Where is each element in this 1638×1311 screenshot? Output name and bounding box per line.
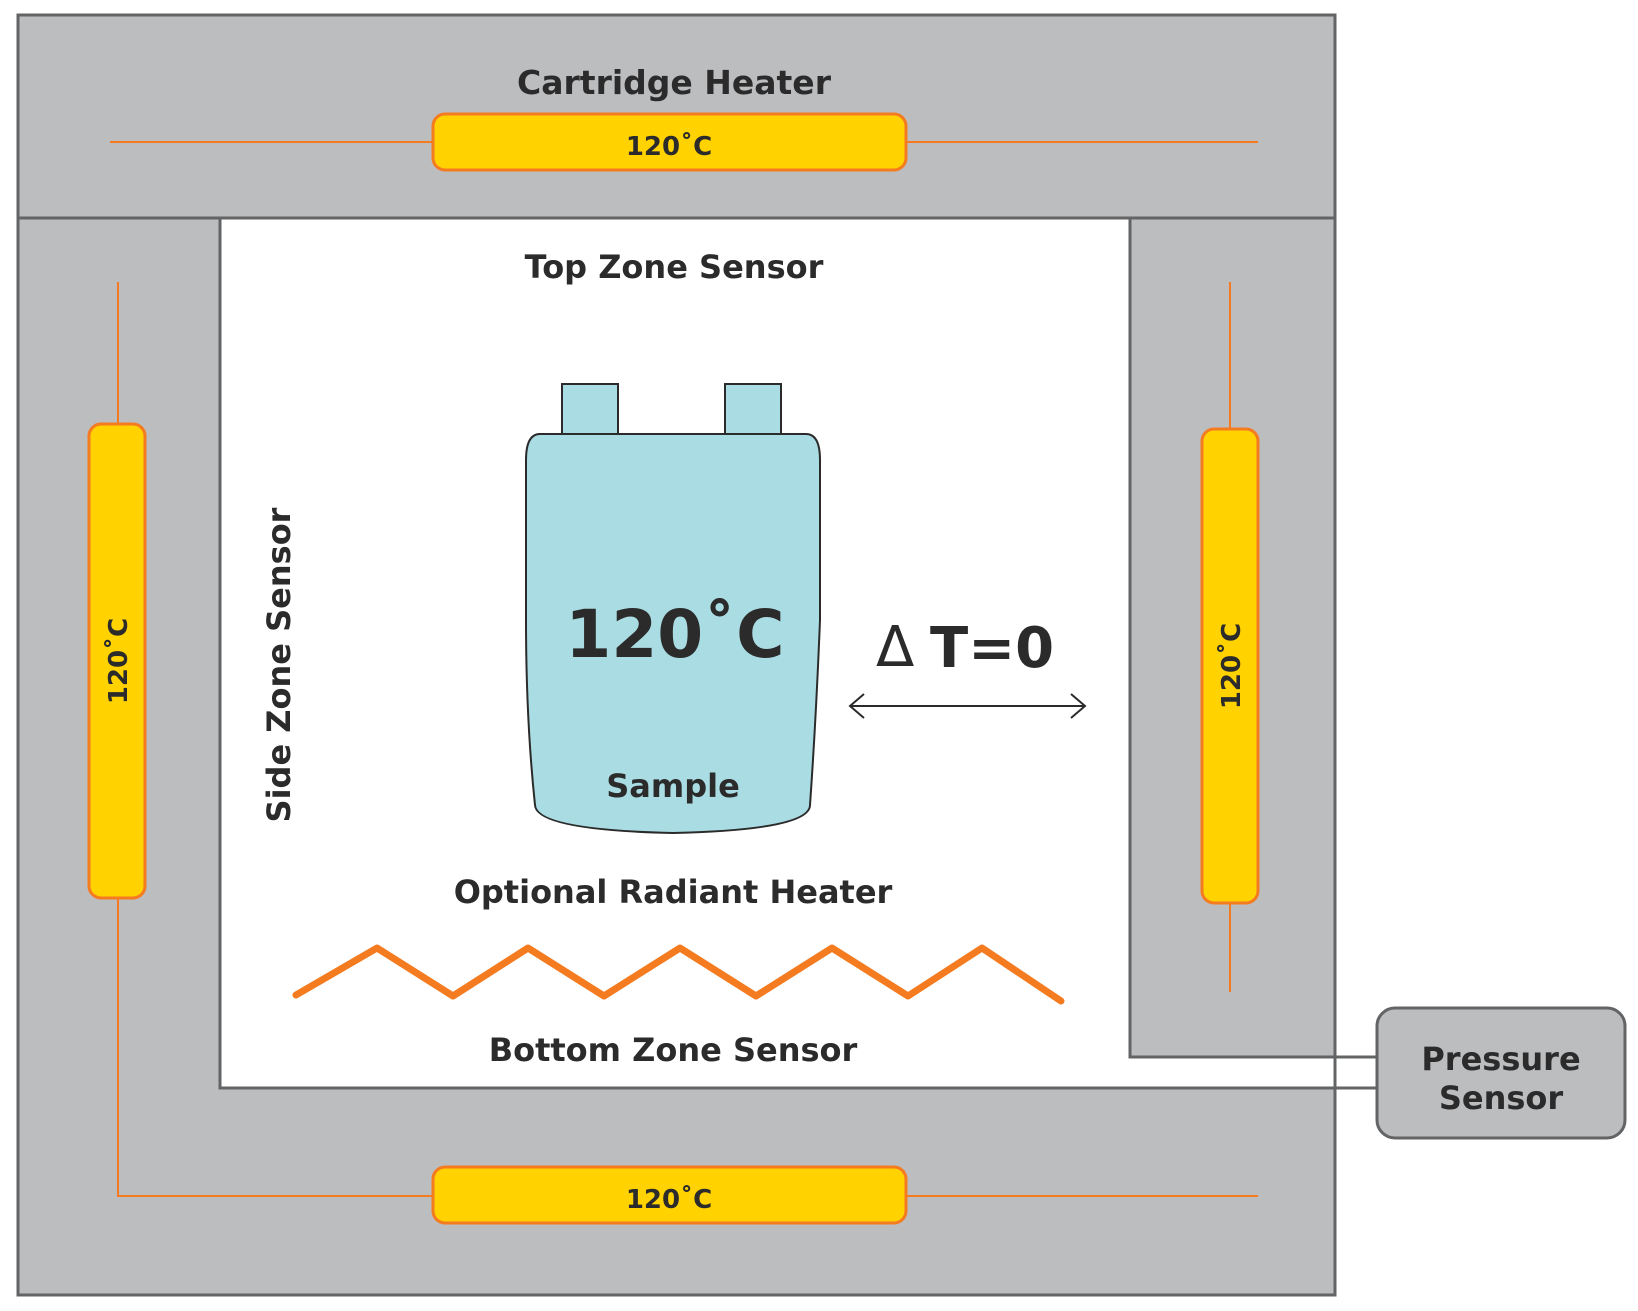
radiant-heater-coil (292, 944, 1065, 1005)
sample-terminal-right (724, 383, 782, 437)
sample-terminal-left (561, 383, 619, 437)
pressure-sensor-label-line1: Pressure (1421, 1040, 1580, 1078)
sample-body (525, 433, 821, 835)
arrow-head-left (848, 693, 865, 719)
right-heater-temperature: 120˚C (1216, 623, 1247, 709)
optional-radiant-heater-label: Optional Radiant Heater (454, 873, 893, 911)
sample-label: Sample (606, 767, 740, 805)
right-cartridge-heater (1200, 427, 1260, 905)
top-heater-temperature: 120˚C (626, 131, 712, 162)
bottom-cartridge-heater (431, 1165, 908, 1225)
side-zone-sensor-label: Side Zone Sensor (260, 507, 298, 822)
delta-t-value: T=0 (930, 616, 1054, 681)
left-heater-temperature: 120˚C (103, 618, 134, 704)
delta-symbol: Δ (876, 615, 914, 680)
pressure-sensor-box (1375, 1006, 1627, 1140)
cartridge-heater-label: Cartridge Heater (517, 63, 832, 102)
pressure-sensor-label-line2: Sensor (1439, 1079, 1564, 1117)
top-zone-sensor-label: Top Zone Sensor (525, 248, 824, 286)
left-cartridge-heater (87, 422, 147, 900)
arrow-head-right (1070, 693, 1087, 719)
bottom-heater-temperature: 120˚C (626, 1184, 712, 1215)
sample-temperature: 120˚C (565, 596, 784, 673)
bottom-zone-sensor-label: Bottom Zone Sensor (489, 1031, 858, 1069)
top-cartridge-heater (431, 112, 908, 172)
